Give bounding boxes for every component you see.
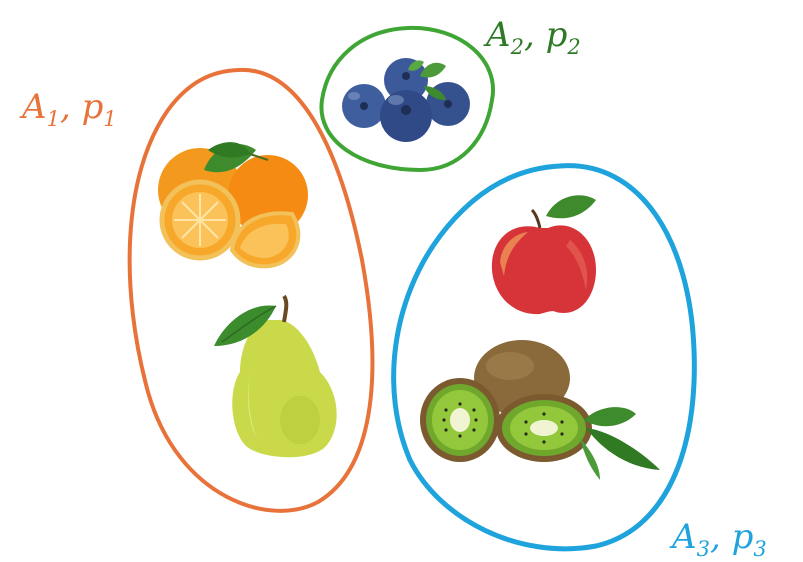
group-2-prob-index: 2 [566,35,580,59]
kiwi-fruit-image [420,340,660,480]
apple-fruit-image [492,195,596,314]
group-3-set-name: A [669,517,697,557]
group-1-set-index: 1 [47,107,60,131]
group-3-set-index: 3 [697,537,710,561]
group-3-prob-index: 3 [753,537,766,561]
group-2-set-name: A [483,15,511,55]
group-1-set-name: A [19,87,47,127]
group-2-prob-name: p [546,15,568,55]
orange-fruit-image [158,142,308,266]
group-1-prob-name: p [82,87,104,127]
group-2-label: A2, p2 [483,15,581,59]
group-3-prob-name: p [732,517,754,557]
blueberry-fruit-image [342,58,470,142]
group-1-label: A1, p1 [19,87,117,131]
pear-fruit-image [214,296,337,457]
group-1-prob-index: 1 [103,107,116,131]
group-3-label: A3, p3 [669,517,767,561]
group-2-set-index: 2 [510,35,524,59]
